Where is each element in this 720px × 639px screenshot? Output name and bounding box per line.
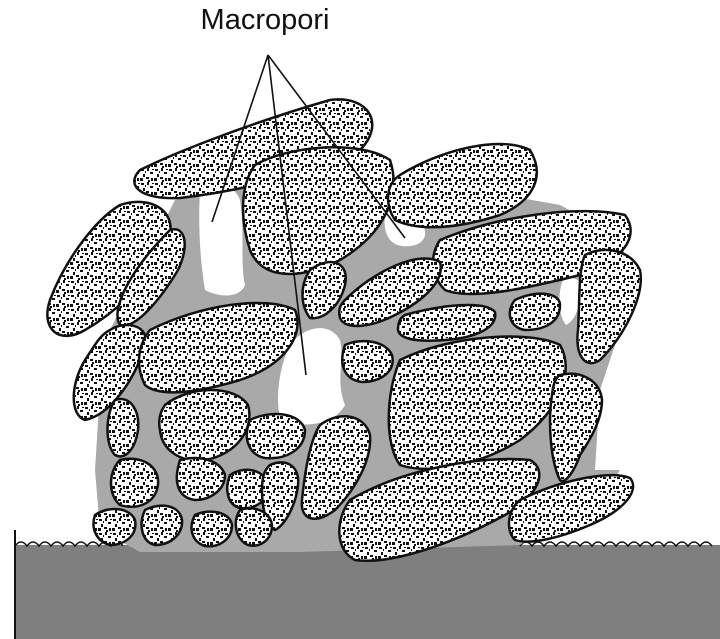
macropori-label: Macropori (0, 4, 530, 37)
aggregate (577, 250, 640, 363)
macropore-left (199, 185, 245, 296)
aggregate (192, 512, 232, 547)
aggregate (93, 509, 135, 545)
aggregate (342, 341, 392, 382)
aggregate (236, 508, 272, 545)
aggregate (108, 399, 139, 456)
aggregate (111, 459, 158, 507)
